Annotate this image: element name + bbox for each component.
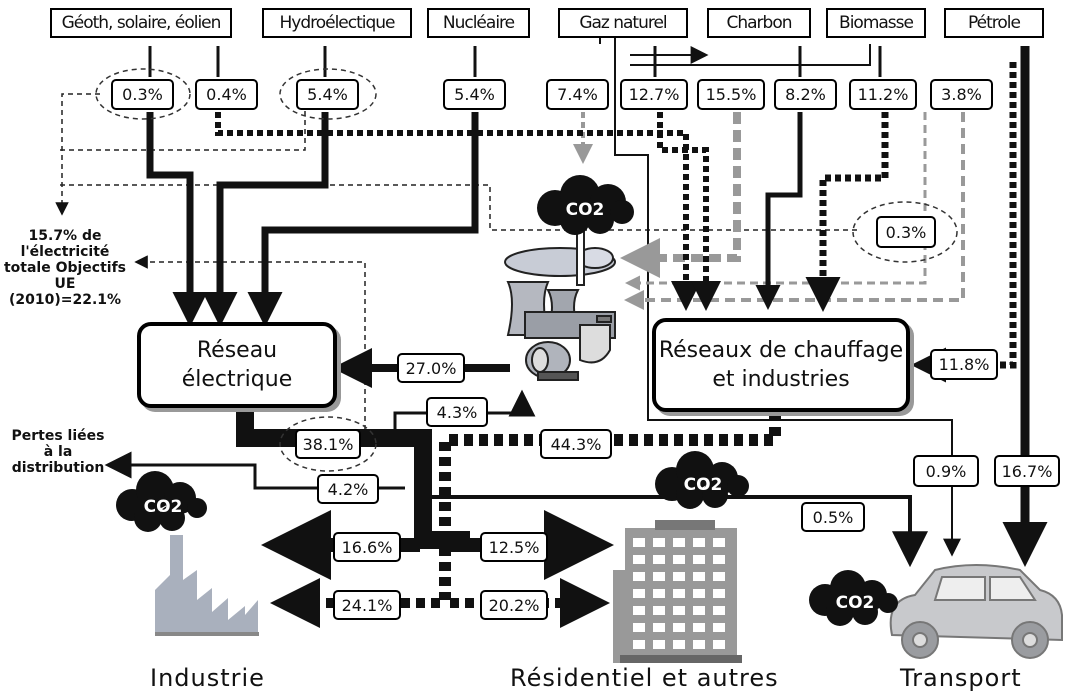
- co2-cloud-plant: [537, 175, 634, 235]
- building-window: [693, 572, 705, 581]
- grid-distribution-trunk: [236, 405, 470, 549]
- car-icon: [889, 564, 1063, 659]
- co2-cloud-transport: [809, 570, 898, 626]
- building-window: [673, 623, 685, 632]
- pct-charbon-elec: 15.5%: [697, 79, 765, 110]
- building-window: [633, 589, 645, 598]
- pct-gaz-transport: 0.9%: [913, 455, 979, 487]
- source-nucleaire: Nucléaire: [427, 8, 530, 38]
- pct-losses: 4.2%: [317, 474, 379, 504]
- building-window: [673, 555, 685, 564]
- sector-residentiel: Résidentiel et autres: [510, 664, 779, 692]
- source-stubs: [148, 46, 882, 77]
- co2-label-plant: CO2: [566, 200, 605, 220]
- source-geoth-solaire-eolien: Géoth, solaire, éolien: [50, 8, 232, 38]
- building-window: [693, 555, 705, 564]
- power-plant-icon: [504, 204, 616, 381]
- note-distribution-losses: Pertes liées à la distribution: [11, 428, 105, 476]
- co2-cloud-heat: [655, 451, 749, 509]
- heat-distribution-flow: [439, 412, 781, 600]
- building-window: [673, 572, 685, 581]
- building-window: [693, 623, 705, 632]
- building-window: [673, 640, 685, 649]
- pct-elec-industrie: 16.6%: [333, 532, 401, 562]
- pct-biomasse-elec: 0.3%: [876, 216, 936, 248]
- coal-to-heat-flow: [755, 112, 803, 310]
- pct-elec-residentiel: 12.5%: [480, 532, 548, 562]
- building-window: [653, 589, 665, 598]
- co2-label-transport: CO2: [836, 593, 875, 613]
- pct-grid-distribution: 38.1%: [295, 429, 361, 459]
- building-window: [713, 589, 725, 598]
- grid-to-transport-flow: [423, 495, 928, 568]
- pct-gaz-elec: 7.4%: [546, 79, 609, 110]
- pct-heat-industrie: 24.1%: [333, 590, 401, 620]
- building-window: [673, 538, 685, 547]
- building-window: [713, 572, 725, 581]
- pct-hydro: 5.4%: [296, 79, 359, 110]
- source-petrole: Pétrole: [944, 8, 1044, 38]
- co2-cloud-industrie: [116, 471, 207, 532]
- fuel-to-heat-dashed-flows: [215, 62, 1017, 383]
- pct-plant-to-grid: 27.0%: [397, 353, 465, 383]
- sector-industrie: Industrie: [150, 664, 265, 692]
- building-window: [653, 555, 665, 564]
- gas-to-transport-line: [614, 38, 961, 557]
- source-biomasse: Biomasse: [826, 8, 926, 38]
- building-window: [713, 606, 725, 615]
- building-window: [673, 589, 685, 598]
- pct-petrole-heat: 11.8%: [930, 349, 998, 380]
- highlight-ellipses: [95, 68, 958, 472]
- pct-petrole-transport: 16.7%: [994, 455, 1060, 487]
- building-window: [653, 623, 665, 632]
- pct-biomasse-heat: 11.2%: [849, 79, 917, 110]
- co2-label-industrie: CO2: [144, 497, 183, 517]
- building-window: [633, 572, 645, 581]
- node-reseau-electrique: Réseau électrique: [137, 322, 337, 408]
- pct-grid-to-transport: 0.5%: [801, 502, 865, 532]
- building-window: [673, 606, 685, 615]
- node-reseaux-chauffage: Réseaux de chauffage et industries: [652, 318, 910, 412]
- building-window: [653, 538, 665, 547]
- pct-gaz-heat: 12.7%: [620, 79, 688, 110]
- pct-heat-residentiel: 20.2%: [480, 590, 548, 620]
- gray-dashed-flows: [573, 112, 965, 310]
- source-hydroelectique: Hydroélectique: [262, 8, 412, 38]
- building-window: [633, 606, 645, 615]
- building-window: [653, 572, 665, 581]
- pct-charbon-heat: 8.2%: [774, 79, 837, 110]
- building-window: [713, 555, 725, 564]
- building-window: [633, 640, 645, 649]
- building-window: [713, 640, 725, 649]
- co2-clouds: [116, 175, 898, 626]
- building-window: [693, 606, 705, 615]
- residential-building-icon: [613, 520, 742, 663]
- building-window: [693, 640, 705, 649]
- source-gaz-naturel: Gaz naturel: [558, 8, 688, 38]
- building-window: [653, 640, 665, 649]
- co2-label-heat: CO2: [684, 475, 723, 495]
- building-window: [693, 589, 705, 598]
- pct-grid-to-plant: 4.3%: [426, 397, 488, 427]
- building-window: [653, 606, 665, 615]
- building-window: [713, 623, 725, 632]
- sector-transport: Transport: [900, 664, 1022, 692]
- top-connectors: [599, 38, 871, 66]
- pct-geoth-elec: 0.3%: [111, 79, 174, 110]
- electric-inputs: [146, 112, 479, 327]
- pct-nucleaire: 5.4%: [443, 79, 506, 110]
- building-window: [633, 555, 645, 564]
- building-window: [713, 538, 725, 547]
- note-renewable-share: 15.7% de l'électricité totale Objectifs …: [3, 228, 127, 308]
- pct-geoth-heat: 0.4%: [195, 79, 258, 110]
- building-window: [693, 538, 705, 547]
- source-charbon: Charbon: [707, 8, 811, 38]
- pct-petrole-elec: 3.8%: [930, 79, 993, 110]
- building-window: [633, 538, 645, 547]
- factory-icon: [155, 535, 259, 636]
- building-window: [633, 623, 645, 632]
- pct-heat-distribution: 44.3%: [540, 429, 612, 459]
